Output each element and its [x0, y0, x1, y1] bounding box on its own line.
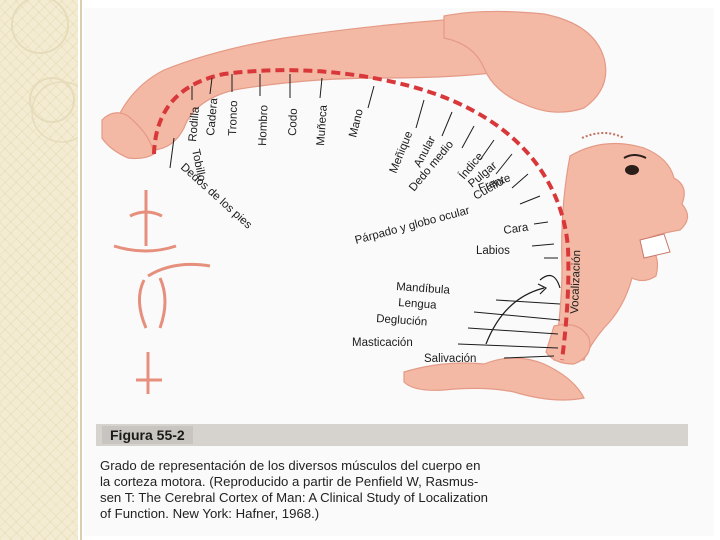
label-rodilla: Rodilla: [187, 106, 202, 143]
label-lengua: Lengua: [398, 297, 438, 312]
label-labios: Labios: [476, 245, 510, 257]
label-masticacion: Masticación: [352, 337, 413, 349]
homunculus-body: [101, 10, 689, 401]
label-leader-lines: [169, 74, 561, 359]
homunculus-diagram: Dedos de los pies Tobillo Rodilla Cadera…: [101, 10, 689, 401]
label-hombro: Hombro: [257, 105, 270, 146]
label-deglucion: Deglución: [376, 313, 428, 329]
cortex-motor-strip: [152, 68, 571, 361]
face-details: [581, 132, 671, 259]
vocalization-arrows: [485, 274, 561, 345]
label-cadera: Cadera: [205, 97, 220, 136]
label-mandibula: Mandíbula: [396, 281, 451, 297]
slide-decoration-circles: [11, 0, 78, 143]
slide-side-strip: [0, 0, 78, 540]
motor-homunculus-figure: Dedos de los pies Tobillo Rodilla Cadera…: [84, 8, 714, 536]
label-parpado: Párpado y globo ocular: [354, 205, 472, 247]
figure-caption-bar: Figura 55-2: [96, 424, 688, 446]
label-dedos-pies: Dedos de los pies: [178, 161, 254, 231]
label-cara: Cara: [503, 222, 530, 237]
label-muneca: Muñeca: [315, 104, 330, 146]
figure-caption: Grado de representación de los diversos …: [100, 458, 489, 521]
label-menique: Meñique: [388, 130, 416, 175]
side-pictograms: [113, 190, 211, 394]
label-mano: Mano: [347, 108, 366, 139]
figure-number: Figura 55-2: [102, 426, 193, 444]
label-tronco: Tronco: [227, 100, 240, 136]
label-vocalizacion: Vocalización: [569, 250, 583, 314]
label-salivacion: Salivación: [424, 353, 476, 365]
slide-divider-line: [80, 0, 82, 540]
label-codo: Codo: [287, 108, 300, 136]
